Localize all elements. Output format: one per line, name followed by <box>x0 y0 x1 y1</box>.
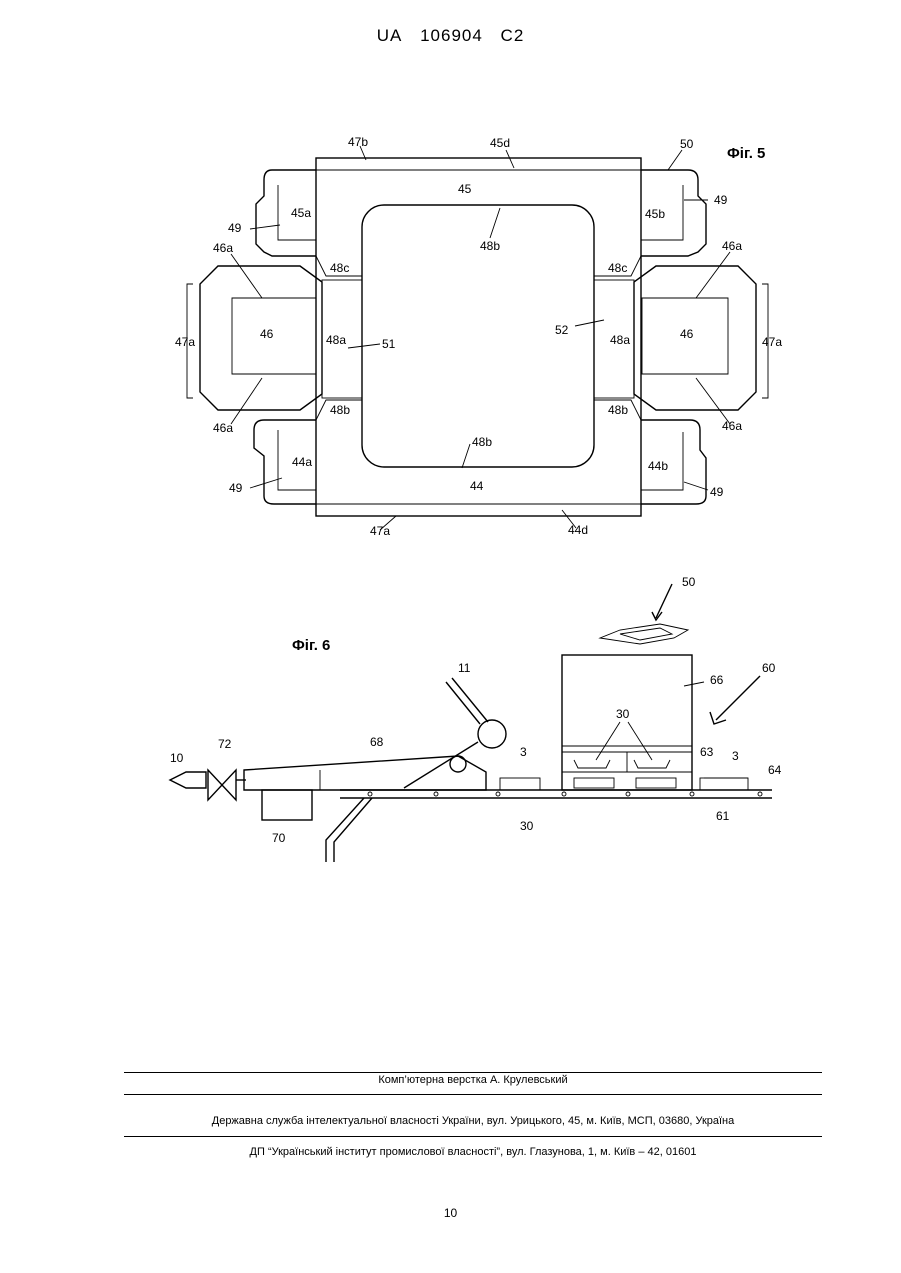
label-47a-bottom: 47a <box>370 524 390 538</box>
figure-5: Фіг. 5 47b 45d 50 45 45a 45b 49 49 48b 4… <box>0 120 901 550</box>
footer-institute: ДП “Український інститут промислової вла… <box>124 1146 822 1158</box>
label-68: 68 <box>370 735 384 749</box>
label-50: 50 <box>682 575 696 589</box>
label-10: 10 <box>170 751 184 765</box>
label-44b: 44b <box>648 459 668 473</box>
label-30-top: 30 <box>616 707 630 721</box>
label-48b-right: 48b <box>608 403 628 417</box>
label-50: 50 <box>680 137 694 151</box>
label-46a-top-left: 46a <box>213 241 233 255</box>
label-47a-right: 47a <box>762 335 782 349</box>
label-49-upper-right: 49 <box>714 193 728 207</box>
patent-country: UA <box>377 26 403 45</box>
label-46a-bottom-left: 46a <box>213 421 233 435</box>
label-44a: 44a <box>292 455 312 469</box>
label-3-right: 3 <box>732 749 739 763</box>
label-47a-left: 47a <box>175 335 195 349</box>
label-48a-right: 48a <box>610 333 630 347</box>
fig5-title: Фіг. 5 <box>727 145 765 162</box>
label-45a: 45a <box>291 206 311 220</box>
label-44: 44 <box>470 479 484 493</box>
label-48a-left: 48a <box>326 333 346 347</box>
label-46-right: 46 <box>680 327 694 341</box>
label-70: 70 <box>272 831 286 845</box>
page-number: 10 <box>0 1206 901 1220</box>
footer-office: Державна служба інтелектуальної власност… <box>124 1115 822 1127</box>
label-47b: 47b <box>348 135 368 149</box>
label-61: 61 <box>716 809 730 823</box>
label-51: 51 <box>382 337 396 351</box>
label-48c-left: 48c <box>330 261 349 275</box>
patent-number: 106904 <box>420 26 483 45</box>
label-45: 45 <box>458 182 472 196</box>
footer-divider-3 <box>124 1136 822 1137</box>
label-49-lower-right: 49 <box>710 485 724 499</box>
label-30-bottom: 30 <box>520 819 534 833</box>
label-48b-top: 48b <box>480 239 500 253</box>
label-66: 66 <box>710 673 724 687</box>
label-49-lower-left: 49 <box>229 481 243 495</box>
label-46-left: 46 <box>260 327 274 341</box>
footer-divider-2 <box>124 1094 822 1095</box>
label-72: 72 <box>218 737 232 751</box>
label-45d: 45d <box>490 136 510 150</box>
fig6-machine-drawing <box>170 584 772 862</box>
fig6-title: Фіг. 6 <box>292 637 330 654</box>
label-64: 64 <box>768 763 782 777</box>
label-63: 63 <box>700 745 714 759</box>
patent-header: UA 106904 C2 <box>0 26 901 46</box>
label-48c-right: 48c <box>608 261 627 275</box>
label-60: 60 <box>762 661 776 675</box>
label-46a-bottom-right: 46a <box>722 419 742 433</box>
label-3-left: 3 <box>520 745 527 759</box>
footer-composer: Комп’ютерна верстка А. Крулевський <box>124 1074 822 1086</box>
label-48b-left: 48b <box>330 403 350 417</box>
label-44d: 44d <box>568 523 588 537</box>
footer-divider-1 <box>124 1072 822 1073</box>
label-49-upper-left: 49 <box>228 221 242 235</box>
label-52: 52 <box>555 323 569 337</box>
patent-kind: C2 <box>501 26 525 45</box>
label-11: 11 <box>458 661 471 675</box>
label-48b-bottom: 48b <box>472 435 492 449</box>
label-45b: 45b <box>645 207 665 221</box>
label-46a-top-right: 46a <box>722 239 742 253</box>
figure-6: Фіг. 6 50 60 66 11 72 10 68 30 3 63 3 64… <box>0 565 901 865</box>
